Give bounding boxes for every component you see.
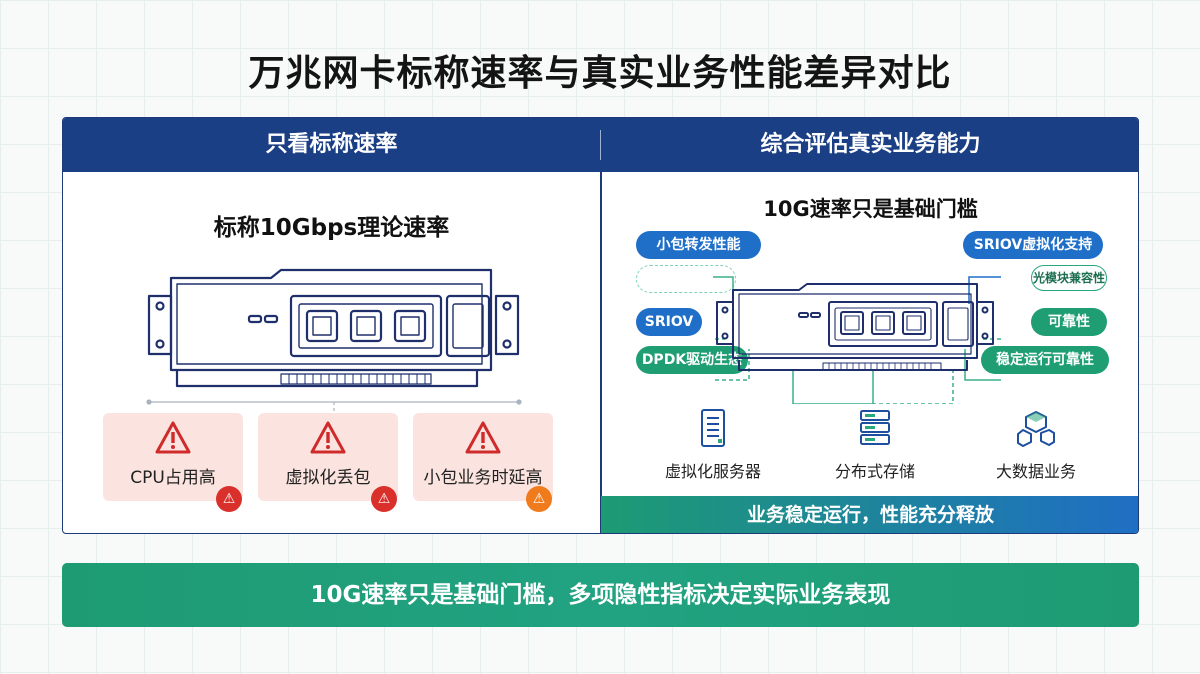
service-bigdata: 大数据业务 [961, 408, 1111, 482]
warning-label: CPU占用高 [130, 468, 216, 488]
service-label: 分布式存储 [834, 462, 915, 481]
warning-icon [465, 421, 501, 454]
warning-label: 虚拟化丢包 [285, 468, 371, 488]
left-panel-subtitle: 标称10Gbps理论速率 [213, 215, 450, 241]
tag-small-packet: 小包转发性能 [636, 231, 761, 259]
header-divider [600, 130, 601, 160]
alert-badge-icon: ⚠ [216, 486, 242, 512]
alert-badge-icon: ⚠ [371, 486, 397, 512]
right-panel-header: 综合评估真实业务能力 [760, 132, 981, 157]
service-storage: 分布式存储 [800, 408, 950, 482]
right-panel-footer: 业务稳定运行，性能充分释放 [601, 496, 1138, 533]
network-card-icon [146, 268, 522, 421]
panel-divider [600, 172, 602, 533]
bigdata-icon [1017, 411, 1055, 447]
warning-icon [155, 421, 191, 454]
tag-sriov: SRIOV [636, 308, 702, 336]
warning-icon [310, 421, 346, 454]
tag-sriov-virtualization: SRIOV虚拟化支持 [963, 231, 1103, 259]
server-icon [701, 409, 725, 447]
tag-placeholder [636, 265, 736, 293]
storage-icon [860, 410, 890, 445]
network-card-diagram [713, 276, 1001, 404]
page-title: 万兆网卡标称速率与真实业务性能差异对比 [248, 53, 952, 94]
header-bar: 只看标称速率 综合评估真实业务能力 [63, 118, 1138, 172]
alert-badge-icon: ⚠ [526, 486, 552, 512]
warning-card-latency: 小包业务时延高 ⚠ [413, 413, 553, 512]
service-virtualization: 虚拟化服务器 [638, 408, 788, 482]
comparison-frame: 只看标称速率 综合评估真实业务能力 标称10Gbps理论速率 [62, 117, 1139, 534]
tag-stable-reliability: 稳定运行可靠性 [981, 346, 1109, 374]
tag-optical-compat: 光模块兼容性 [1031, 265, 1107, 291]
tag-dpdk: DPDK驱动生态 [636, 346, 748, 374]
tag-reliability: 可靠性 [1031, 308, 1107, 336]
service-label: 大数据业务 [995, 462, 1076, 481]
service-label: 虚拟化服务器 [664, 462, 761, 481]
warning-label: 小包业务时延高 [423, 468, 543, 488]
right-panel-subtitle: 10G速率只是基础门槛 [763, 197, 978, 221]
conclusion-banner: 10G速率只是基础门槛，多项隐性指标决定实际业务表现 [62, 563, 1139, 627]
warning-card-virtualization: 虚拟化丢包 ⚠ [258, 413, 398, 512]
left-panel-header: 只看标称速率 [265, 132, 398, 157]
warning-card-cpu: CPU占用高 ⚠ [103, 413, 243, 512]
